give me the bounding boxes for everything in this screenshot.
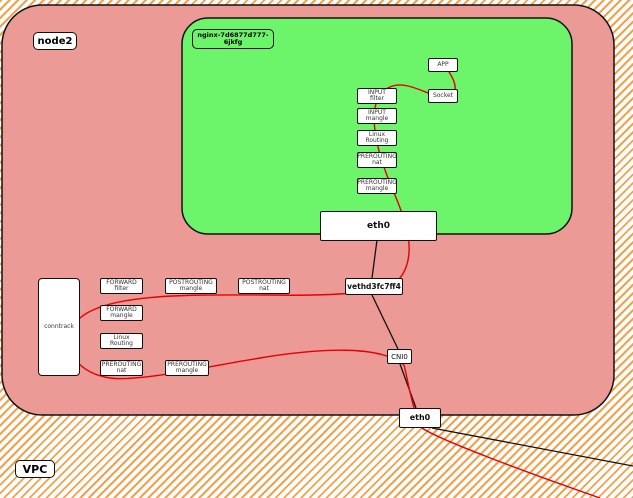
pod-prerouting-nat-box: PREROUTING nat (357, 152, 397, 168)
host-postrouting-nat-line2: nat (259, 285, 269, 292)
pod-prerouting-mangle-box: PREROUTING mangle (357, 178, 397, 194)
node-eth0-interface: eth0 (399, 408, 441, 428)
pod-input-mangle-line1: INPUT (368, 109, 386, 116)
pod-linux-routing-box: Linux Routing (357, 130, 397, 146)
cni0-interface: CNI0 (387, 349, 412, 364)
host-postrouting-mangle-box: POSTROUTING mangle (165, 278, 217, 294)
pod-linux-routing-line1: Linux (368, 131, 386, 138)
link-veth-to-cni0 (371, 294, 399, 350)
cni0-text: CNI0 (391, 352, 408, 361)
pod-prerouting-nat-line2: nat (372, 159, 382, 166)
host-forward-mangle-line2: mangle (110, 312, 133, 319)
pod-label-line2: 6jkfg (223, 38, 243, 46)
pod-input-mangle-box: INPUT mangle (357, 108, 397, 124)
host-postrouting-nat-line1: POSTROUTING (242, 279, 286, 286)
conntrack-text: conntrack (44, 323, 74, 330)
pod-prerouting-nat-line1: PREROUTING (357, 153, 397, 160)
link-pod-eth0-to-veth (371, 239, 378, 279)
link-node-eth0-to-vpc (431, 427, 633, 467)
pod-eth0-interface: eth0 (320, 211, 437, 241)
socket-text: Socket (432, 92, 454, 99)
pod-input-filter-line1: INPUT (368, 89, 386, 96)
pod-prerouting-mangle-line1: PREROUTING (357, 179, 397, 186)
vpc-label-text: VPC (22, 462, 48, 476)
host-forward-filter-box: FORWARD filter (100, 278, 143, 294)
pod-input-filter-box: INPUT filter (357, 88, 397, 104)
socket-box: Socket (428, 89, 458, 103)
veth-text: vethd3fc7ff4 (347, 281, 401, 291)
host-prerouting-nat-line1: PREROUTING (101, 361, 142, 368)
host-prerouting-nat-box: PREROUTING nat (100, 360, 143, 376)
node-eth0-text: eth0 (409, 413, 431, 422)
pod-linux-routing-line2: Routing (365, 137, 389, 144)
veth-interface: vethd3fc7ff4 (345, 278, 403, 295)
host-postrouting-mangle-line2: mangle (179, 285, 203, 292)
host-prerouting-mangle-line2: mangle (175, 367, 199, 374)
host-linux-routing-line2: Routing (109, 340, 133, 347)
host-forward-mangle-box: FORWARD mangle (100, 305, 143, 321)
host-postrouting-nat-box: POSTROUTING nat (238, 278, 290, 294)
pod-prerouting-mangle-line2: mangle (365, 185, 389, 192)
app-box: APP (428, 58, 458, 72)
pod-input-filter-line2: filter (370, 95, 384, 102)
host-forward-mangle-line1: FORWARD (106, 306, 137, 313)
host-linux-routing-box: Linux Routing (100, 333, 143, 349)
host-prerouting-mangle-box: PREROUTING mangle (165, 360, 209, 376)
node-label: node2 (33, 32, 77, 50)
pod-label-line1: nginx-7d6877d777- (197, 31, 269, 39)
host-postrouting-mangle-line1: POSTROUTING (169, 279, 213, 286)
pod-label: nginx-7d6877d777- 6jkfg (192, 29, 274, 49)
app-text: APP (437, 61, 449, 68)
node-label-text: node2 (37, 35, 73, 47)
host-prerouting-mangle-line1: PREROUTING (167, 361, 207, 368)
pod-input-mangle-line2: mangle (365, 115, 389, 122)
host-linux-routing-line1: Linux (113, 334, 130, 341)
host-forward-filter-line2: filter (114, 285, 129, 292)
host-forward-filter-line1: FORWARD (106, 279, 137, 286)
pod-eth0-text: eth0 (366, 221, 391, 231)
vpc-label: VPC (15, 460, 55, 478)
pod-region (181, 17, 573, 235)
host-prerouting-nat-line2: nat (116, 367, 127, 374)
conntrack-box: conntrack (38, 278, 80, 376)
